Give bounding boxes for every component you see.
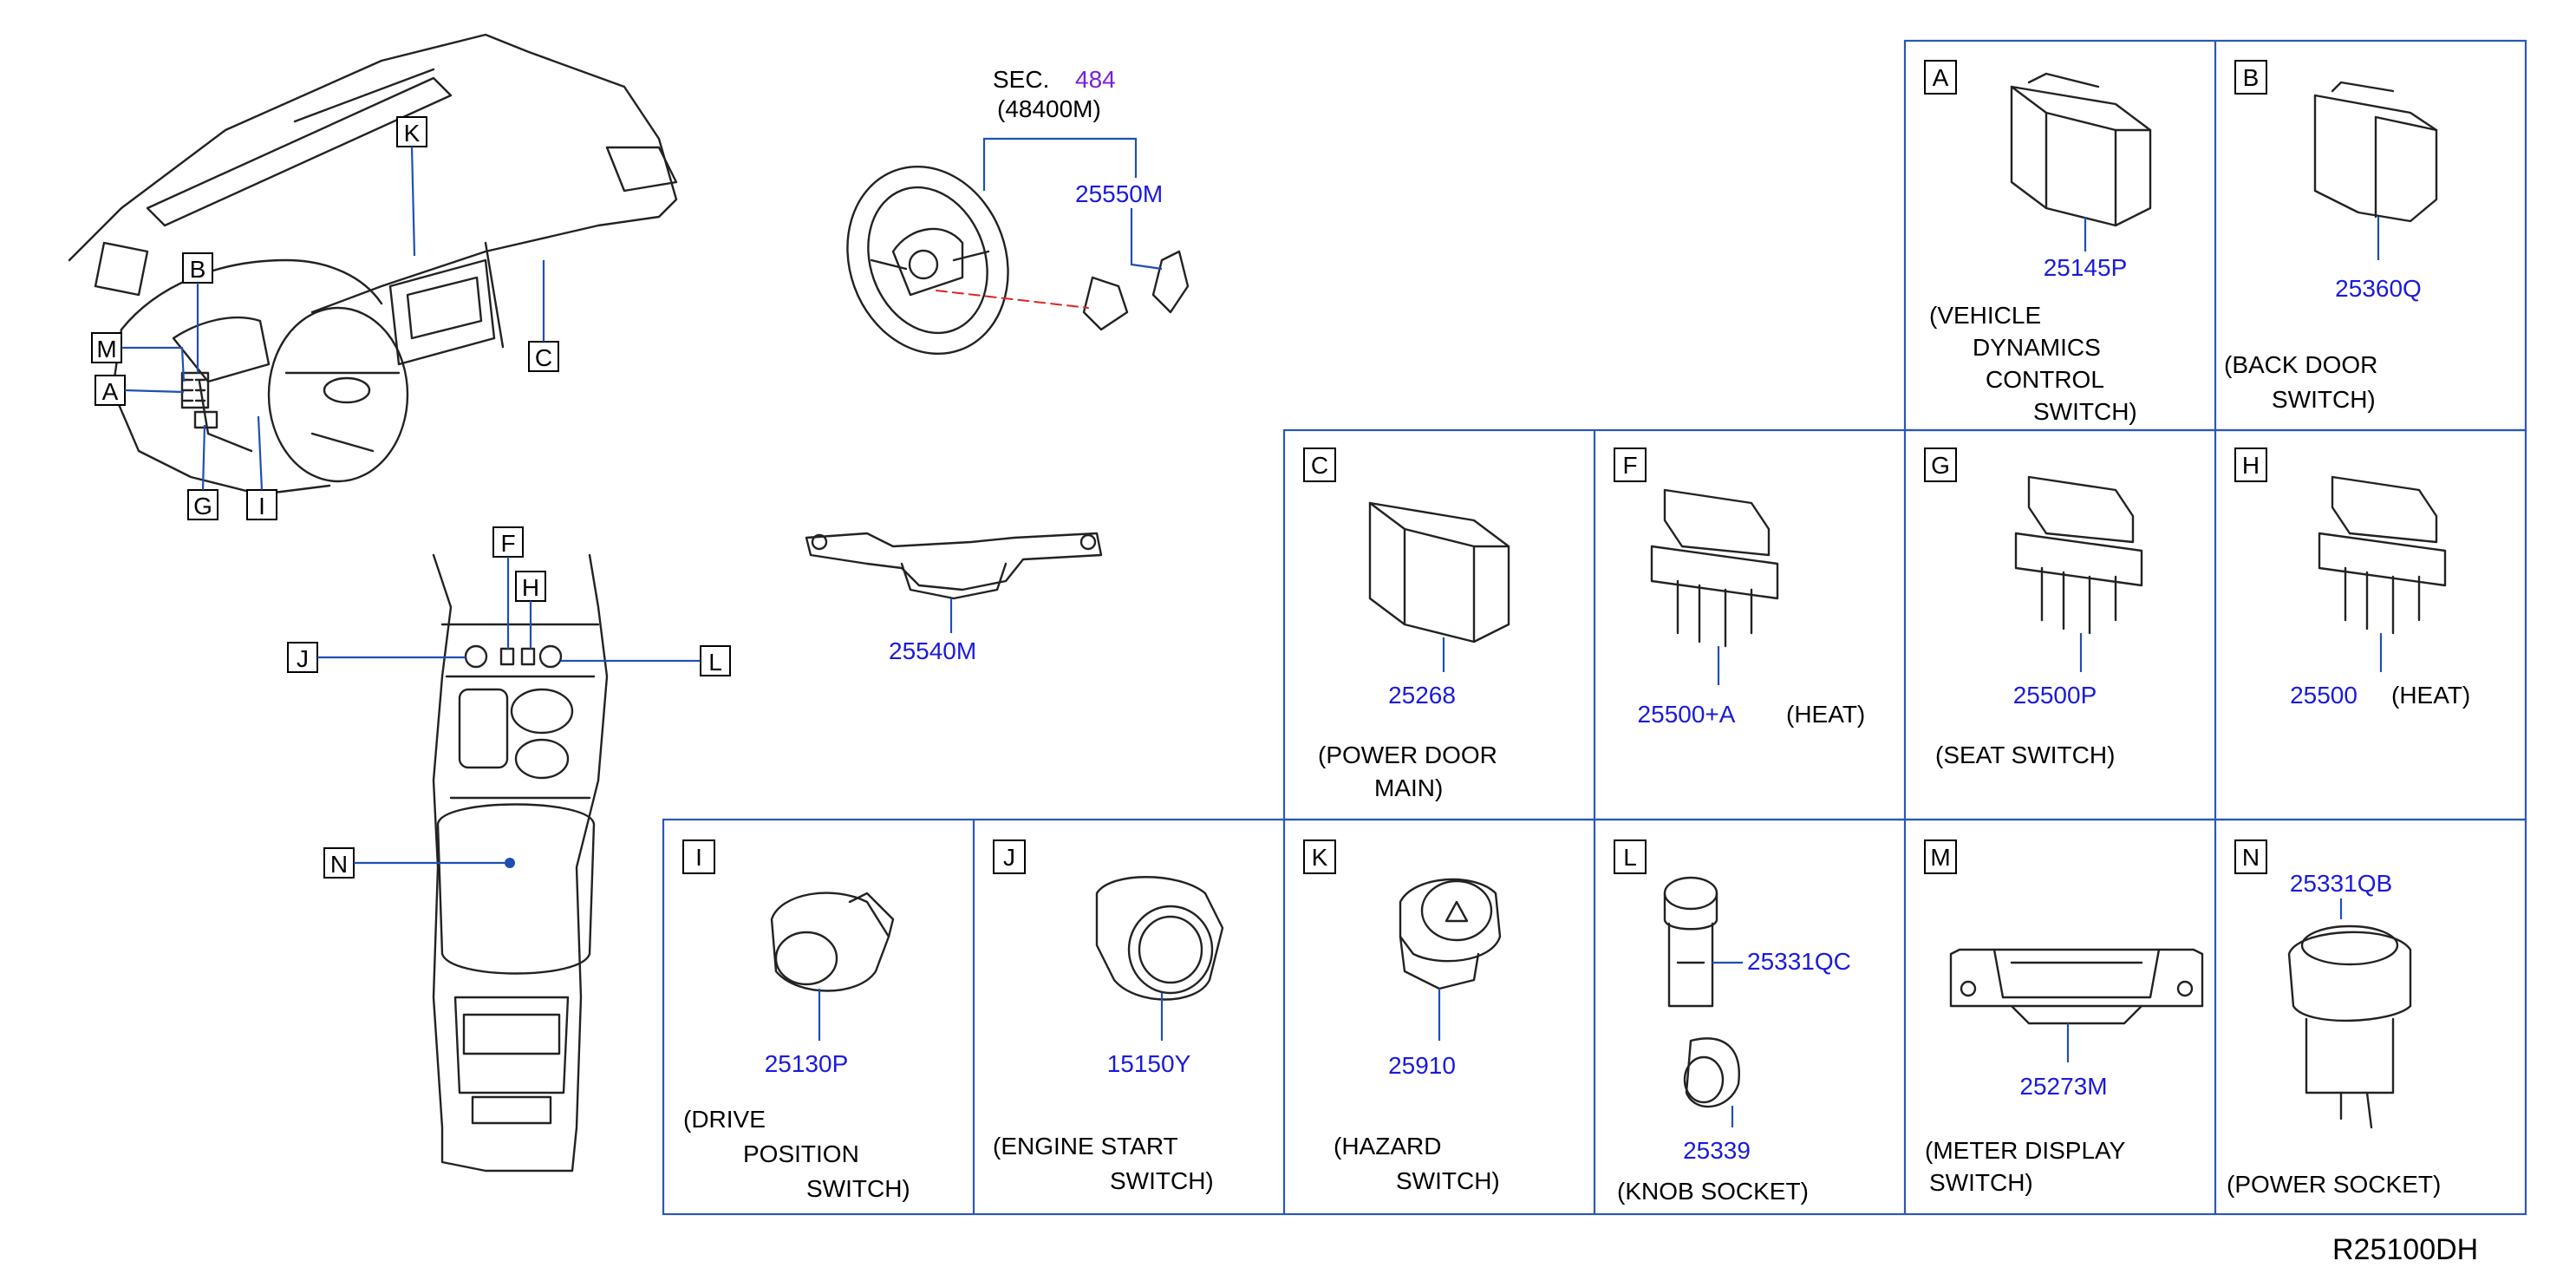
panel-f-letter: F [1622,452,1637,479]
panel-l-letter: L [1623,844,1637,871]
panel-a-desc-1: (VEHICLE [1929,302,2041,329]
panel-b-desc-1: (BACK DOOR [2224,351,2377,378]
panel-b: B 25360Q (BACK DOOR SWITCH) [2224,60,2438,413]
callout-c: C [535,344,552,371]
dashboard-illustration [68,33,678,496]
panel-i-desc-3: SWITCH) [806,1175,910,1202]
console-callouts: F H J L N [287,526,731,879]
part-25130p: 25130P [765,1050,849,1077]
part-25500-a: 25500+A [1638,701,1736,728]
part-15150y: 15150Y [1107,1050,1191,1077]
panel-a-letter: A [1933,64,1949,91]
panel-f-note: (HEAT) [1786,701,1865,728]
knob-socket-drawing [1663,876,1740,1108]
vehicle-dynamics-control-switch-drawing [2010,72,2152,227]
heat-switch-h-drawing [2318,475,2447,635]
panel-a-desc-4: SWITCH) [2033,398,2137,425]
panel-b-desc-2: SWITCH) [2272,386,2376,413]
power-socket-drawing [2287,924,2412,1129]
diagram-reference-number: R25100DH [2332,1233,2478,1266]
part-25331qb: 25331QB [2290,870,2392,897]
power-door-main-switch-drawing [1368,501,1510,644]
part-25910: 25910 [1388,1052,1456,1079]
callout-g: G [193,493,212,519]
panel-c: C 25268 (POWER DOOR MAIN) [1303,448,1510,801]
callout-f: F [500,530,515,557]
panel-c-desc-1: (POWER DOOR [1318,741,1497,768]
part-25540m: 25540M [889,637,976,664]
panel-a: A 25145P (VEHICLE DYNAMICS CONTROL SWITC… [1924,60,2152,425]
center-console-illustration [432,553,609,1173]
panel-m-desc-1: (METER DISPLAY [1925,1137,2126,1164]
combination-switch-illustration [805,532,1103,600]
part-25500p: 25500P [2013,682,2097,709]
sec-prefix: SEC. [993,66,1049,93]
panel-a-desc-2: DYNAMICS [1973,334,2101,361]
sec-number: 484 [1075,66,1116,93]
panel-h: H 25500 (HEAT) [2234,448,2470,709]
callout-h: H [522,574,539,601]
part-25500: 25500 [2290,682,2358,709]
panel-j-desc-2: SWITCH) [1110,1167,1214,1194]
engine-start-switch-drawing [1095,876,1224,1001]
panel-i-desc-2: POSITION [743,1140,859,1167]
callout-k: K [404,120,421,147]
callout-i: I [258,493,265,519]
heat-switch-drawing [1650,488,1779,648]
panel-h-letter: H [2242,452,2260,479]
panel-m: M 25273M (METER DISPLAY SWITCH) [1924,839,2204,1196]
panel-i: I 25130P (DRIVE POSITION SWITCH) [682,839,910,1202]
panel-a-desc-3: CONTROL [1986,366,2104,393]
steering-callouts: SEC. 484 (48400M) 25550M [982,66,1163,271]
part-25273m: 25273M [2019,1073,2107,1100]
part-25268: 25268 [1388,682,1456,709]
part-25550m: 25550M [1075,180,1163,207]
callout-n: N [330,851,348,878]
callout-m: M [96,336,116,363]
part-25339: 25339 [1683,1137,1751,1164]
panel-b-letter: B [2243,64,2260,91]
panel-n-desc-1: (POWER SOCKET) [2227,1171,2441,1198]
panel-g: G 25500P (SEAT SWITCH) [1924,448,2143,768]
drive-position-switch-drawing [770,892,895,992]
panel-c-desc-2: MAIN) [1374,774,1443,801]
panel-i-desc-1: (DRIVE [683,1106,766,1133]
panel-m-letter: M [1930,844,1950,871]
part-25360q: 25360Q [2335,275,2422,302]
panel-l: L 25331QC 25339 (KNOB SOCKET) [1614,839,1851,1205]
callout-l: L [708,649,722,676]
panel-k: K 25910 (HAZARD SWITCH) [1303,839,1502,1194]
panel-c-letter: C [1311,452,1328,479]
steering-wheel-illustration [846,165,1190,356]
dash-callouts: K B M A C G I [91,116,559,520]
meter-display-switch-drawing [1949,948,2204,1025]
panel-j-desc-1: (ENGINE START [993,1133,1178,1160]
hazard-switch-drawing [1399,878,1502,990]
panel-j: J 15150Y (ENGINE START SWITCH) [993,839,1224,1194]
panel-k-desc-2: SWITCH) [1396,1167,1500,1194]
callout-b: B [190,256,206,283]
panel-f: F 25500+A (HEAT) [1614,448,1865,728]
panel-m-desc-2: SWITCH) [1929,1169,2033,1196]
seat-switch-drawing [2014,475,2143,635]
callout-a: A [102,378,119,405]
panel-k-desc-1: (HAZARD [1334,1133,1441,1160]
panel-g-desc-1: (SEAT SWITCH) [1935,741,2115,768]
panel-k-letter: K [1312,844,1328,871]
part-25331qc: 25331QC [1747,948,1851,975]
back-door-switch-drawing [2313,81,2438,223]
panel-n-letter: N [2242,844,2260,871]
panel-l-desc-1: (KNOB SOCKET) [1617,1178,1809,1205]
callout-j: J [297,645,309,672]
sec-subassembly: (48400M) [997,95,1101,122]
panel-i-letter: I [695,844,702,871]
part-25145p: 25145P [2044,254,2128,281]
parts-grid [662,39,2527,1216]
panel-g-letter: G [1931,452,1950,479]
panel-j-letter: J [1003,844,1015,871]
panel-n: N 25331QB (POWER SOCKET) [2227,839,2441,1198]
panel-h-note: (HEAT) [2391,682,2470,709]
